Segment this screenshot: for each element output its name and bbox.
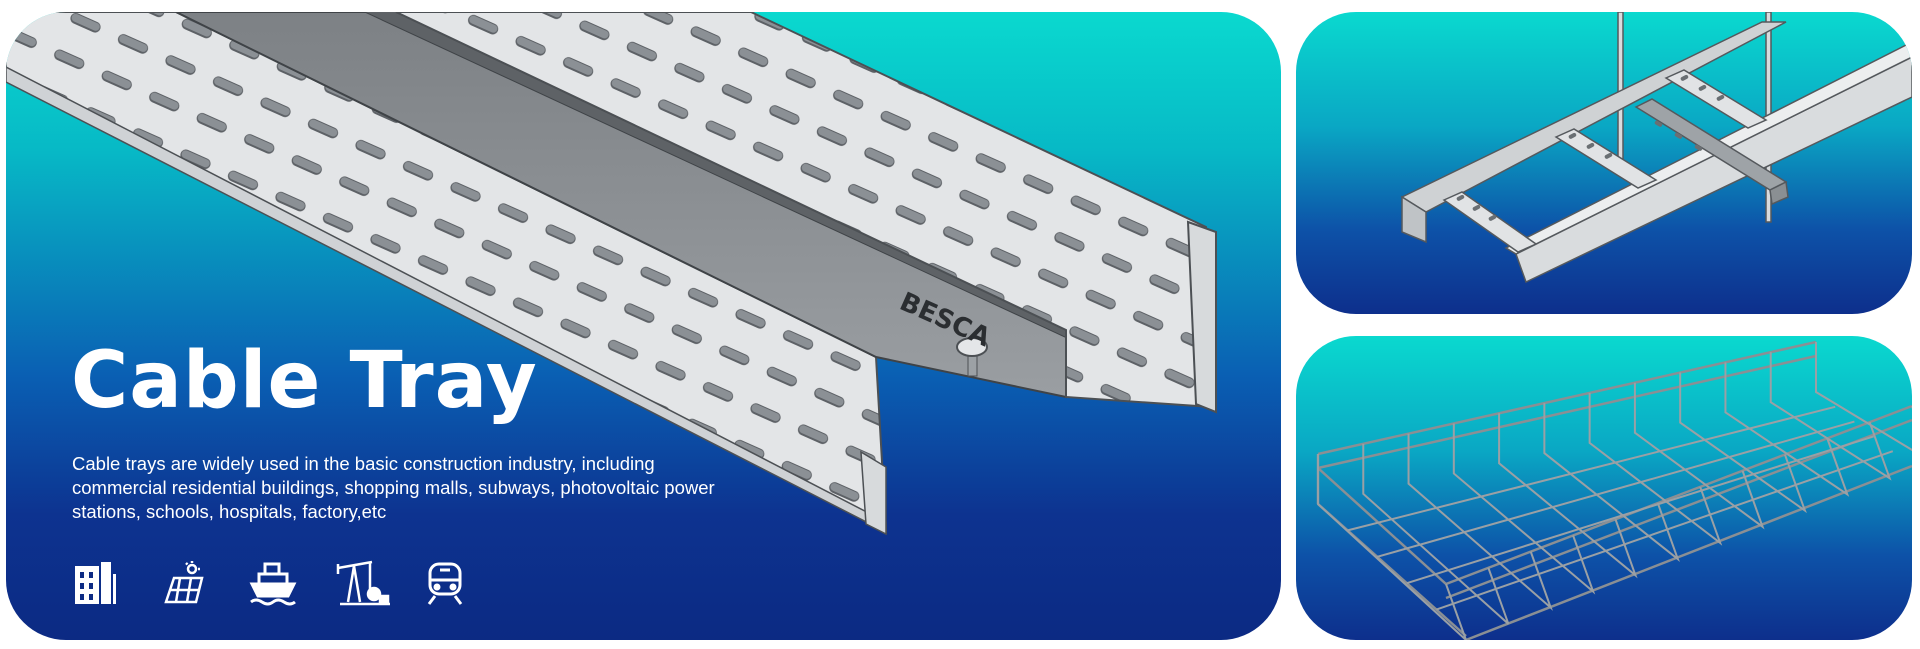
oil-pump-icon bbox=[336, 555, 424, 611]
application-icons bbox=[72, 555, 512, 611]
perforated-tray-image: BESCA bbox=[6, 12, 1217, 536]
bolt bbox=[956, 337, 988, 377]
train-icon bbox=[424, 555, 512, 611]
ladder-tray-panel bbox=[1296, 12, 1912, 314]
wire-mesh-tray-panel bbox=[1296, 336, 1912, 640]
hero-banner: BESCA Cable Tray Cable trays are widely … bbox=[6, 12, 1281, 640]
solar-panel-icon bbox=[160, 555, 248, 611]
page-title: Cable Tray bbox=[71, 336, 538, 426]
building-icon bbox=[72, 555, 160, 611]
ship-icon bbox=[248, 555, 336, 611]
wire-mesh-tray-image bbox=[1316, 340, 1912, 640]
ladder-tray-image bbox=[1400, 12, 1912, 284]
hero-description: Cable trays are widely used in the basic… bbox=[72, 453, 715, 522]
